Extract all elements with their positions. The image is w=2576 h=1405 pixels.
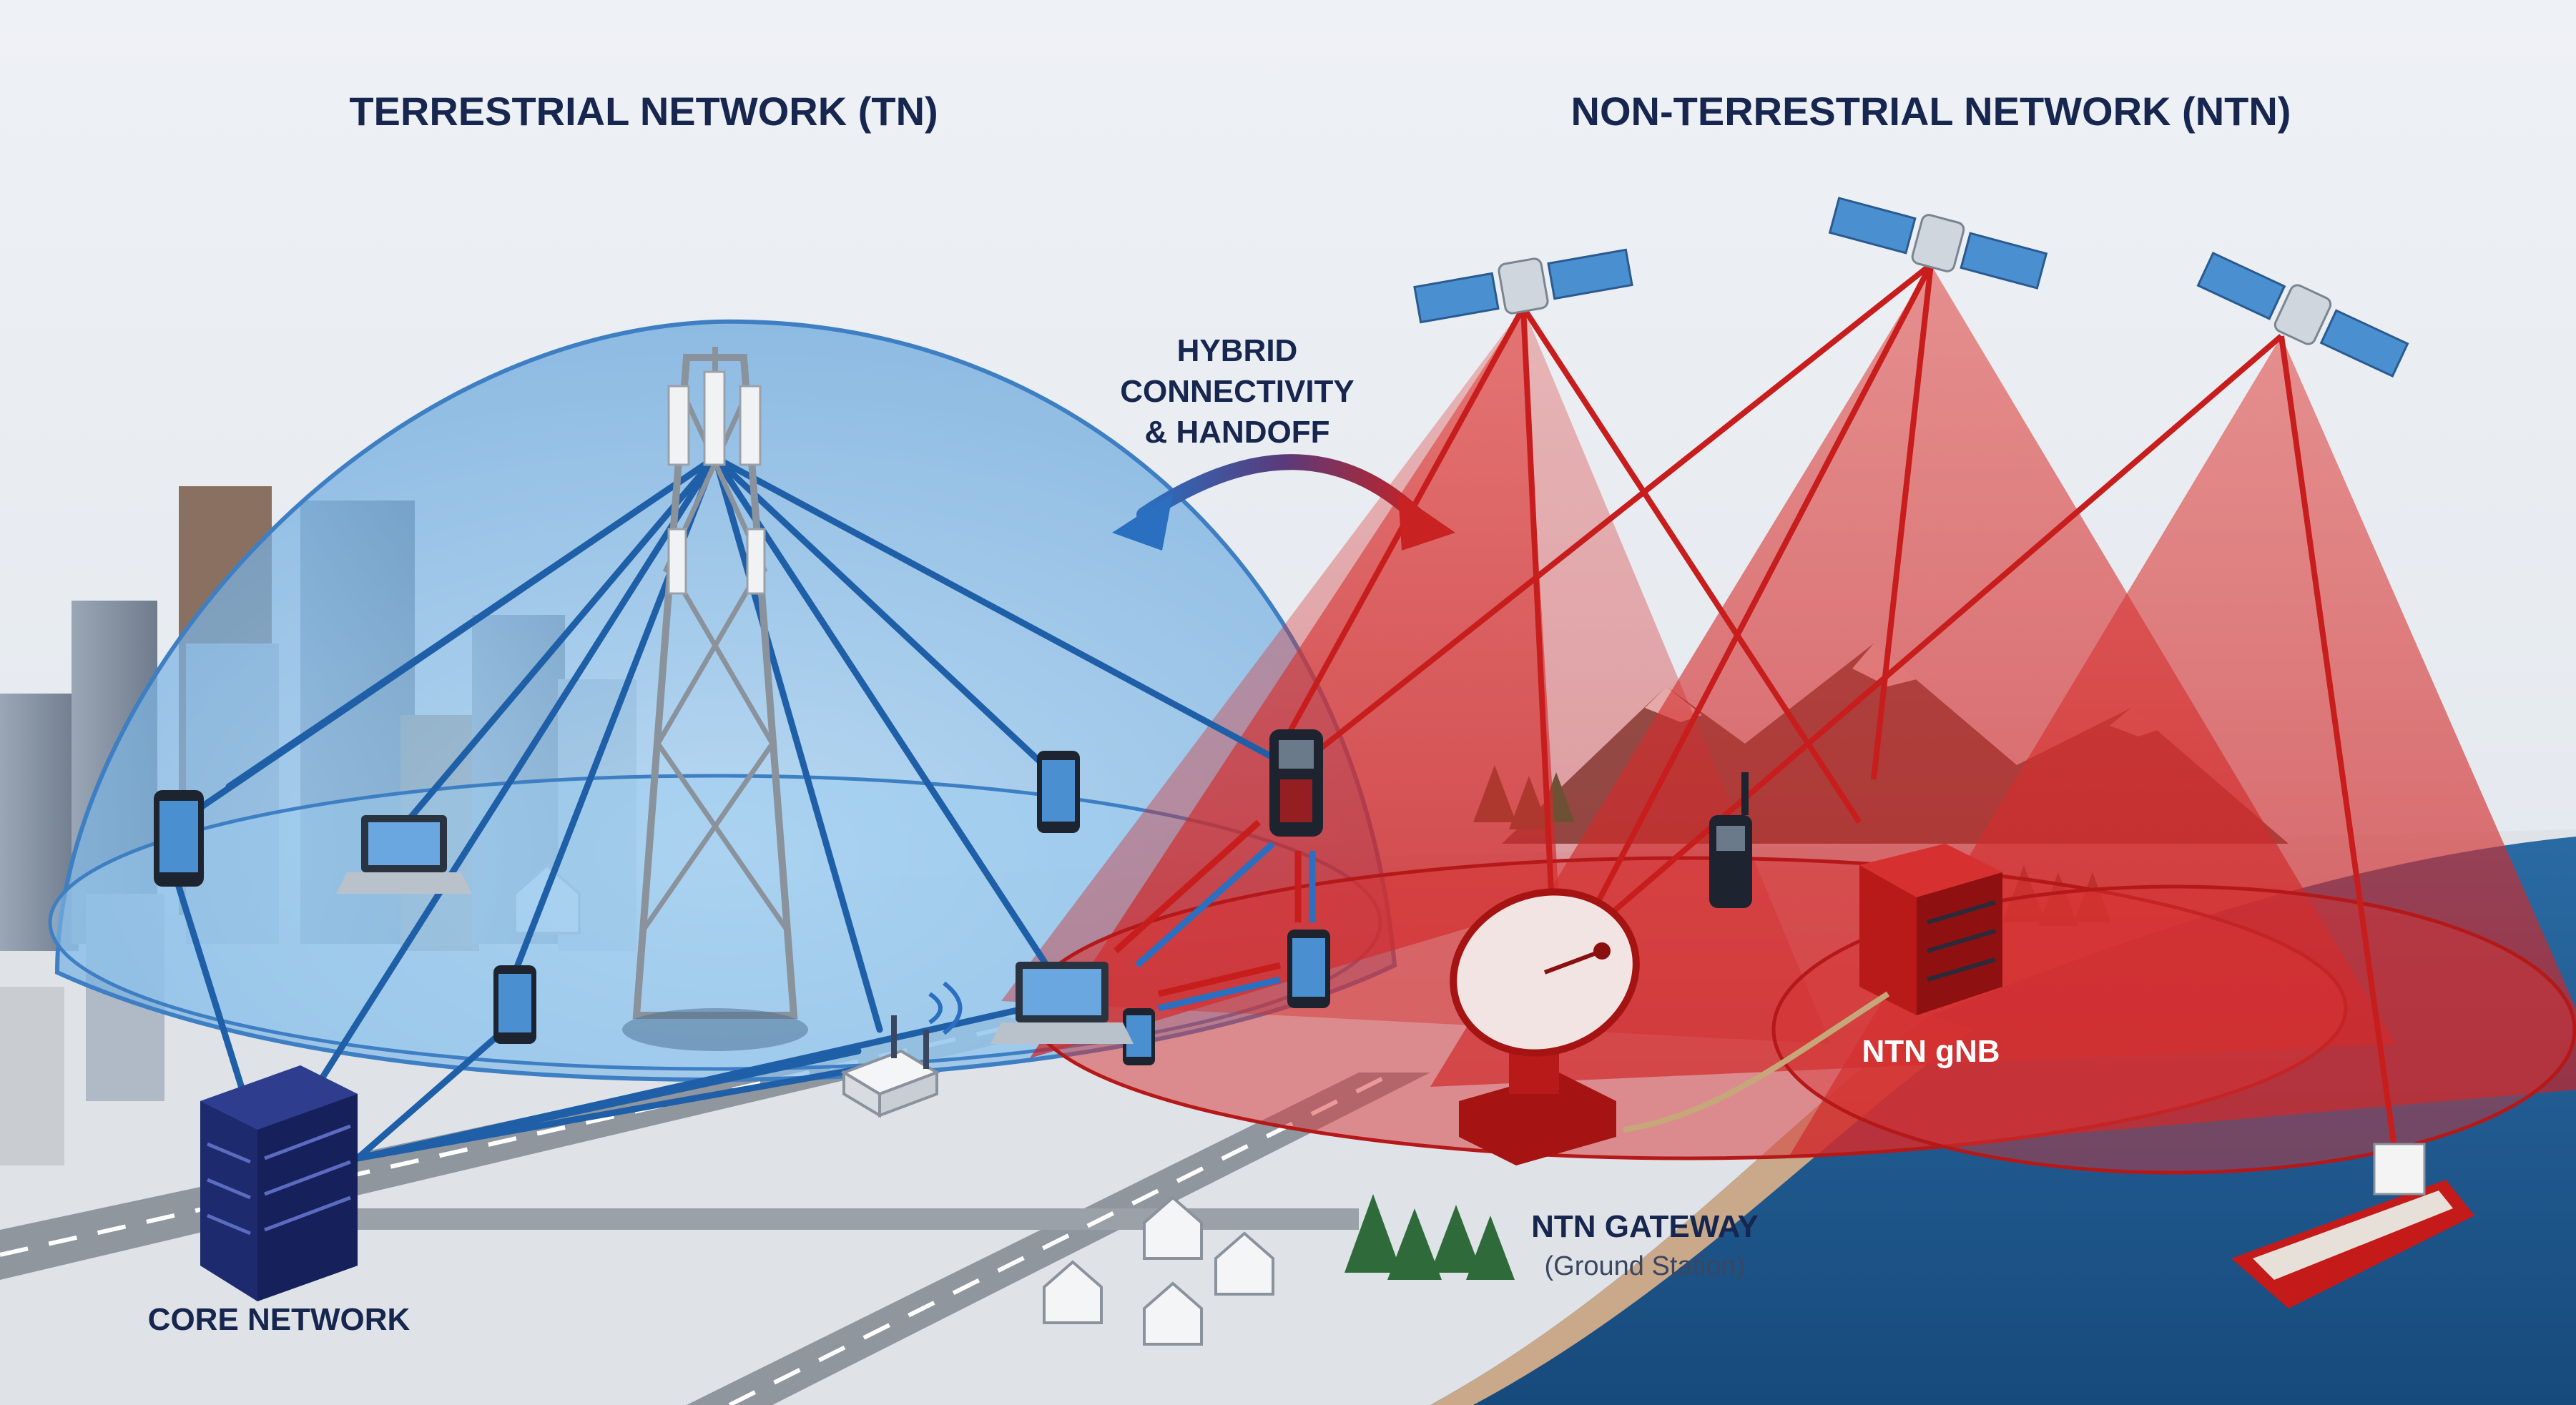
- core-network-label: CORE NETWORK: [148, 1302, 411, 1337]
- cargo-ship-icon: [2231, 1143, 2474, 1308]
- ground-station-label: (Ground Station): [1545, 1251, 1746, 1281]
- smartphone-icon: [493, 965, 536, 1044]
- handoff-label-line3: & HANDOFF: [1144, 415, 1329, 450]
- handoff-label-line1: HYBRID: [1177, 333, 1298, 368]
- smartphone-icon: [1287, 930, 1330, 1008]
- smartphone-icon: [154, 790, 204, 887]
- hybrid-handoff-arrow-icon: [1112, 454, 1455, 551]
- laptop-icon: [990, 962, 1134, 1044]
- satellite-icon: [1413, 248, 1633, 324]
- ntn-gnb-label: NTN gNB: [1862, 1034, 2000, 1069]
- satellite-phone-icon: [1709, 772, 1752, 908]
- ntn-title: NON-TERRESTRIAL NETWORK (NTN): [1571, 89, 2291, 134]
- ntn-gateway-label: NTN GATEWAY: [1531, 1209, 1759, 1244]
- satellite-icon: [2196, 251, 2409, 378]
- handoff-device-arrows: [1113, 819, 1316, 1012]
- satellite-dish-icon: [1450, 888, 1640, 1165]
- iot-router-icon: [840, 981, 963, 1118]
- data-center-icon: [200, 1065, 358, 1301]
- handoff-label-line2: CONNECTIVITY: [1120, 374, 1355, 409]
- gateway-fiber-link: [1623, 991, 1890, 1133]
- ntn-gnb-building-icon: [1859, 844, 2002, 1015]
- laptop-icon: [336, 815, 472, 894]
- tn-link-lines: [175, 454, 1291, 1162]
- tn-title: TERRESTRIAL NETWORK (TN): [349, 89, 938, 134]
- satellite-phone-icon: [1269, 729, 1323, 837]
- cell-tower-icon: [622, 347, 808, 1051]
- satellite-icon: [1828, 197, 2048, 290]
- smartphone-icon: [1037, 751, 1080, 833]
- smartphone-icon: [1123, 1008, 1155, 1065]
